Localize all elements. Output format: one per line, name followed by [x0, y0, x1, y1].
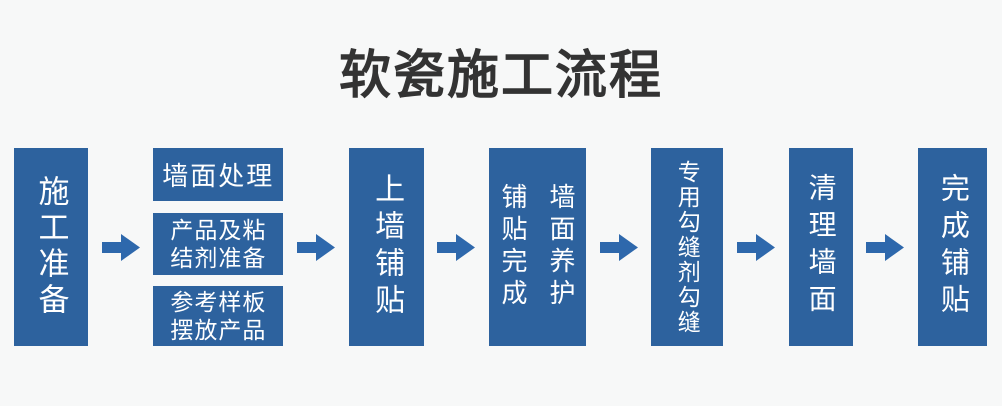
step-label: 完成铺贴	[936, 173, 969, 321]
arrow-right-icon	[101, 233, 140, 261]
page-title: 软瓷施工流程	[338, 47, 663, 105]
arrow-right-icon	[296, 233, 335, 261]
arrow-right-icon	[866, 233, 905, 261]
flow-step-construction-prep: 施工准备	[14, 148, 88, 346]
flow-step-paving-complete-curing: 铺贴完成 墙面养护	[488, 148, 586, 346]
flow-row: 施工准备 墙面处理 产品及粘 结剂准备 参考样板 摆放产品 上墙铺贴	[0, 148, 1002, 346]
flow-step-special-grouting: 专用勾缝剂勾缝	[651, 148, 724, 346]
flow-step-wall-cleaning: 清理墙面	[788, 148, 853, 346]
substep-label: 参考样板 摆放产品	[170, 289, 267, 343]
flow-substep-sample-layout: 参考样板 摆放产品	[153, 286, 284, 346]
step-label-column-left: 铺贴完成	[497, 183, 528, 311]
flow-step-wall-paving: 上墙铺贴	[348, 148, 424, 346]
flow-step-prep-substeps: 墙面处理 产品及粘 结剂准备 参考样板 摆放产品	[153, 148, 284, 346]
step-label: 施工准备	[33, 175, 69, 319]
flow-substep-wall-treatment: 墙面处理	[153, 148, 284, 201]
arrow-right-icon	[736, 233, 775, 261]
step-label: 专用勾缝剂勾缝	[674, 159, 701, 335]
arrow-right-icon	[599, 233, 638, 261]
step-label-column-right: 墙面养护	[545, 183, 576, 311]
flow-step-finish-paving: 完成铺贴	[917, 148, 987, 346]
flow-substep-product-adhesive-prep: 产品及粘 结剂准备	[153, 212, 284, 275]
arrow-right-icon	[437, 233, 476, 261]
step-label: 上墙铺贴	[370, 173, 404, 321]
substep-label: 产品及粘 结剂准备	[170, 216, 267, 271]
step-label: 清理墙面	[805, 173, 837, 321]
substep-label: 墙面处理	[162, 161, 275, 191]
